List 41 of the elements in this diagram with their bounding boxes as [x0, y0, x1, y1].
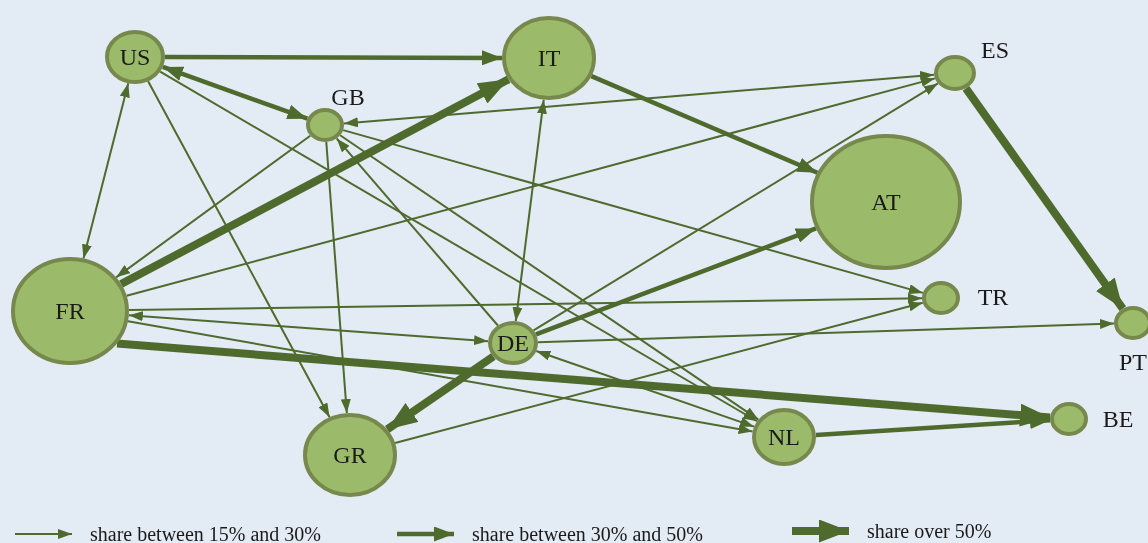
legend-text: share over 50%	[867, 521, 992, 541]
arrow	[535, 350, 756, 428]
country-label: US	[119, 45, 151, 69]
arrow	[535, 226, 817, 337]
legend-text: share between 30% and 50%	[472, 524, 704, 543]
arrow	[125, 77, 936, 297]
arrow	[159, 70, 759, 423]
arrow	[342, 129, 924, 294]
country-label: FR	[55, 299, 85, 323]
arrow	[590, 74, 819, 175]
country-label: IT	[537, 46, 561, 70]
country-label: TR	[977, 285, 1009, 309]
arrow	[82, 82, 130, 260]
country-label: GR	[333, 443, 367, 467]
arrow	[325, 140, 351, 415]
arrow	[127, 311, 490, 346]
arrow	[165, 50, 502, 66]
country-label: DE	[497, 331, 529, 355]
arrow	[147, 80, 331, 419]
arrow	[119, 75, 511, 288]
arrow	[128, 293, 923, 312]
country-label: BE	[1102, 407, 1134, 431]
arrow	[116, 339, 1051, 427]
arrow	[394, 301, 924, 445]
arrow	[335, 137, 499, 327]
country-label: NL	[768, 425, 800, 449]
legend-text: share between 15% and 30%	[90, 524, 322, 543]
country-label: AT	[871, 190, 901, 214]
arrow	[512, 98, 547, 323]
arrow	[537, 319, 1115, 344]
arrow	[385, 353, 496, 433]
arrow	[342, 70, 936, 128]
arrow	[162, 64, 309, 121]
arrow	[115, 134, 312, 279]
arrow	[962, 86, 1127, 311]
arrow	[126, 320, 754, 434]
arrow	[532, 82, 939, 332]
country-label: GB	[331, 85, 365, 109]
arrow	[339, 134, 760, 421]
country-label: ES	[981, 38, 1009, 62]
country-label: PT	[1119, 350, 1147, 374]
